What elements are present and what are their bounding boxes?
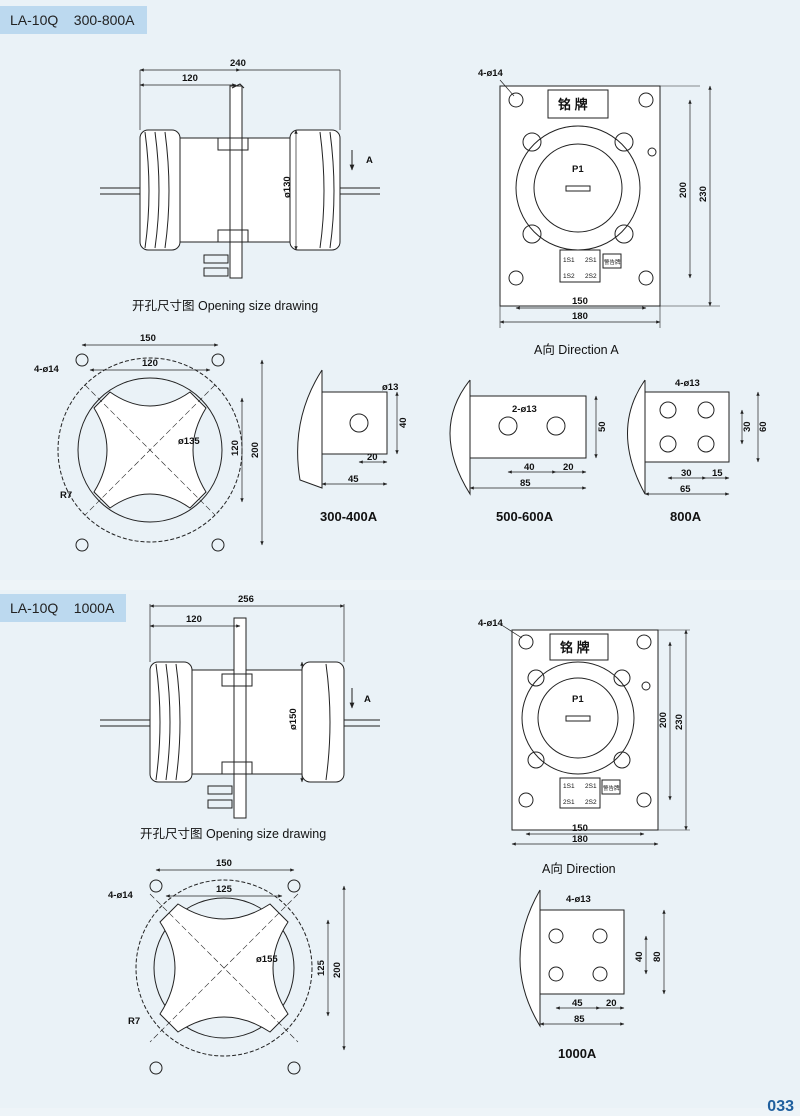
bb1-label-0: ø13 (382, 382, 398, 393)
small-plate-label: 警告牌 (603, 784, 620, 792)
section-title: LA-10Q 300-800A (0, 6, 147, 34)
bb4-label-4: 20 (606, 998, 617, 1009)
bb3-label-0: 4-ø13 (675, 378, 700, 389)
mark-3: 1S2 (563, 273, 575, 280)
bb4-label-5: 85 (574, 1014, 585, 1025)
bb4-label-3: 45 (572, 998, 583, 1009)
busbar-300-400a (297, 369, 399, 489)
open-dim-top-outer: 150 (216, 858, 232, 869)
bb3-label-1: 30 (742, 421, 753, 432)
bb4-caption: 1000A (558, 1046, 597, 1061)
drawing-1000a: 256 120 ø150 A 开孔尺寸图 Opening size drawin… (100, 594, 690, 1075)
bb2-label-3: 20 (563, 462, 574, 473)
open-radius: R7 (60, 490, 72, 501)
dim-diameter: ø150 (288, 708, 299, 730)
open-hole-label: 4-ø14 (34, 364, 60, 375)
arrow-label: A (366, 155, 373, 166)
mark-1: 1S1 (563, 783, 575, 790)
section-300-800a: LA-10Q 300-800A (0, 6, 769, 552)
mark-2: 2S1 (585, 257, 597, 264)
bb2-label-1: 50 (597, 421, 608, 432)
bb3-caption: 800A (670, 509, 702, 524)
nameplate-label: 铭 牌 (558, 97, 588, 112)
dim-w-outer: 180 (572, 311, 588, 322)
bb3-label-4: 15 (712, 468, 723, 479)
dim-h-outer: 230 (674, 714, 685, 730)
open-diameter: ø155 (256, 954, 278, 965)
bb1-label-3: 45 (348, 474, 359, 485)
front-hole-label: 4-ø14 (478, 68, 504, 79)
bb1-label-1: 40 (398, 417, 409, 428)
terminal-label: P1 (572, 164, 584, 175)
open-hole-label: 4-ø14 (108, 890, 134, 901)
open-dim-v-outer: 200 (332, 962, 343, 978)
busbar-500-600a (449, 379, 598, 496)
open-dim-top-inner: 125 (216, 884, 233, 895)
dim-diameter: ø130 (282, 176, 293, 198)
open-dim-v-inner: 120 (230, 440, 241, 456)
bb4-label-1: 40 (634, 951, 645, 962)
side-caption: 开孔尺寸图 Opening size drawing (132, 299, 318, 313)
dim-w-outer: 180 (572, 834, 588, 845)
open-dim-top-inner: 120 (142, 358, 158, 369)
side-view (100, 68, 380, 279)
dim-overall: 256 (238, 594, 254, 605)
side-caption: 开孔尺寸图 Opening size drawing (140, 827, 326, 841)
terminal-label: P1 (572, 694, 584, 705)
front-caption: A向 Direction A (534, 342, 619, 357)
dim-h-inner: 200 (658, 712, 669, 728)
mark-4: 2S2 (585, 799, 597, 806)
small-plate-label: 警告牌 (604, 258, 621, 266)
front-view (499, 623, 690, 846)
front-hole-label: 4-ø14 (478, 618, 504, 629)
dim-overall: 240 (230, 58, 246, 69)
bb3-label-3: 30 (681, 468, 692, 479)
page-number: 033 (767, 1098, 794, 1115)
dim-h-outer: 230 (698, 186, 709, 202)
busbar-800a (627, 379, 760, 496)
bb2-label-0: 2-ø13 (512, 404, 537, 415)
front-caption: A向 Direction (542, 861, 616, 876)
dim-h-inner: 200 (678, 182, 689, 198)
dim-half: 120 (182, 73, 198, 84)
bb4-label-0: 4-ø13 (566, 894, 591, 905)
bb2-label-4: 85 (520, 478, 531, 489)
dim-w-inner: 150 (572, 823, 588, 834)
arrow-label: A (364, 694, 371, 705)
bb3-label-2: 60 (758, 421, 769, 432)
mark-3: 2S1 (563, 799, 575, 806)
bb2-label-2: 40 (524, 462, 535, 473)
mark-1: 1S1 (563, 257, 575, 264)
side-view (100, 604, 380, 819)
open-radius: R7 (128, 1016, 140, 1027)
section-title: LA-10Q 1000A (0, 594, 127, 622)
drawing-300-800a: 240 120 ø130 A 开孔尺寸图 Opening size drawin… (34, 58, 769, 552)
busbar-1000a (519, 889, 666, 1028)
mark-2: 2S1 (585, 783, 597, 790)
bb2-caption: 500-600A (496, 509, 554, 524)
bb1-label-2: 20 (367, 452, 378, 463)
open-diameter: ø135 (178, 436, 200, 447)
bb4-label-2: 80 (652, 951, 663, 962)
front-view (499, 79, 720, 328)
opening-view (135, 868, 346, 1075)
nameplate-label: 铭 牌 (560, 640, 590, 655)
opening-view (57, 343, 264, 552)
bb3-label-5: 65 (680, 484, 691, 495)
open-dim-v-inner: 125 (316, 959, 327, 976)
open-dim-v-outer: 200 (250, 442, 261, 458)
mark-4: 2S2 (585, 273, 597, 280)
dim-half: 120 (186, 614, 202, 625)
section-1000a: LA-10Q 1000A (0, 590, 800, 1108)
open-dim-top-outer: 150 (140, 333, 156, 344)
dim-w-inner: 150 (572, 296, 588, 307)
bb1-caption: 300-400A (320, 509, 378, 524)
